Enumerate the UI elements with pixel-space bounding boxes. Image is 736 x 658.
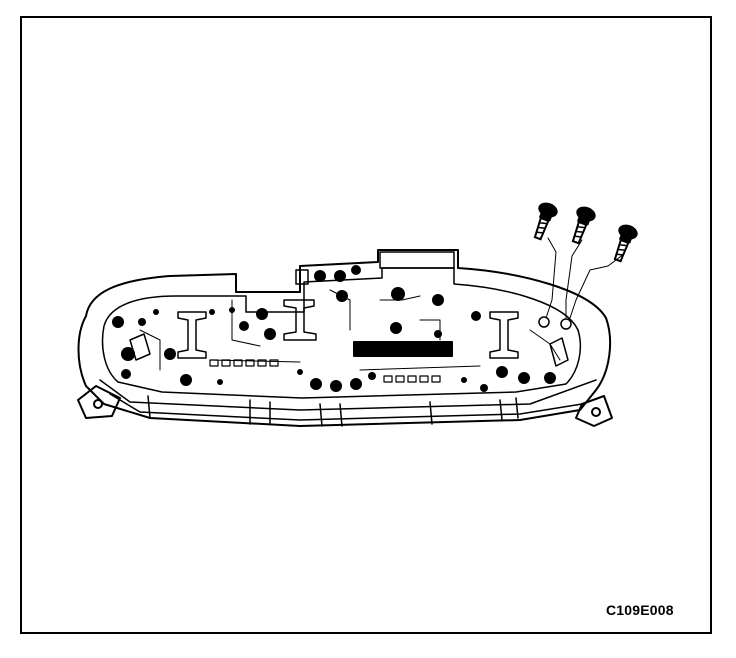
circuit-traces bbox=[139, 289, 561, 371]
screw-icon bbox=[571, 206, 596, 245]
main-connector bbox=[353, 341, 453, 357]
figure-code: C109E008 bbox=[606, 602, 674, 618]
cluster-housing bbox=[77, 249, 612, 427]
top-connector bbox=[379, 251, 455, 269]
mounting-hole-left bbox=[93, 399, 103, 409]
leader-line-2 bbox=[565, 239, 583, 319]
screw-hole-2 bbox=[560, 318, 572, 330]
bezel-ribs bbox=[147, 395, 519, 427]
gauge-clip-right bbox=[489, 311, 519, 359]
mounting-tab-right bbox=[575, 395, 613, 427]
bezel-lower bbox=[109, 393, 583, 421]
led-pad-row bbox=[209, 359, 441, 383]
bezel-front bbox=[99, 379, 597, 411]
screw-hole-1 bbox=[538, 316, 550, 328]
leader-line-1 bbox=[545, 237, 557, 319]
small-connector bbox=[295, 269, 309, 285]
gauge-clip-left bbox=[177, 311, 207, 359]
figure-frame bbox=[20, 16, 712, 634]
leader-line-3 bbox=[569, 253, 625, 319]
screw-icon bbox=[613, 224, 638, 263]
bulb-sockets bbox=[112, 265, 556, 392]
mounting-hole-right bbox=[591, 407, 601, 417]
gauge-clip-center bbox=[283, 299, 317, 341]
screw-icon bbox=[533, 202, 558, 241]
circuit-board bbox=[101, 267, 582, 399]
bracket-right bbox=[549, 337, 569, 367]
mounting-tab-left bbox=[77, 385, 121, 419]
